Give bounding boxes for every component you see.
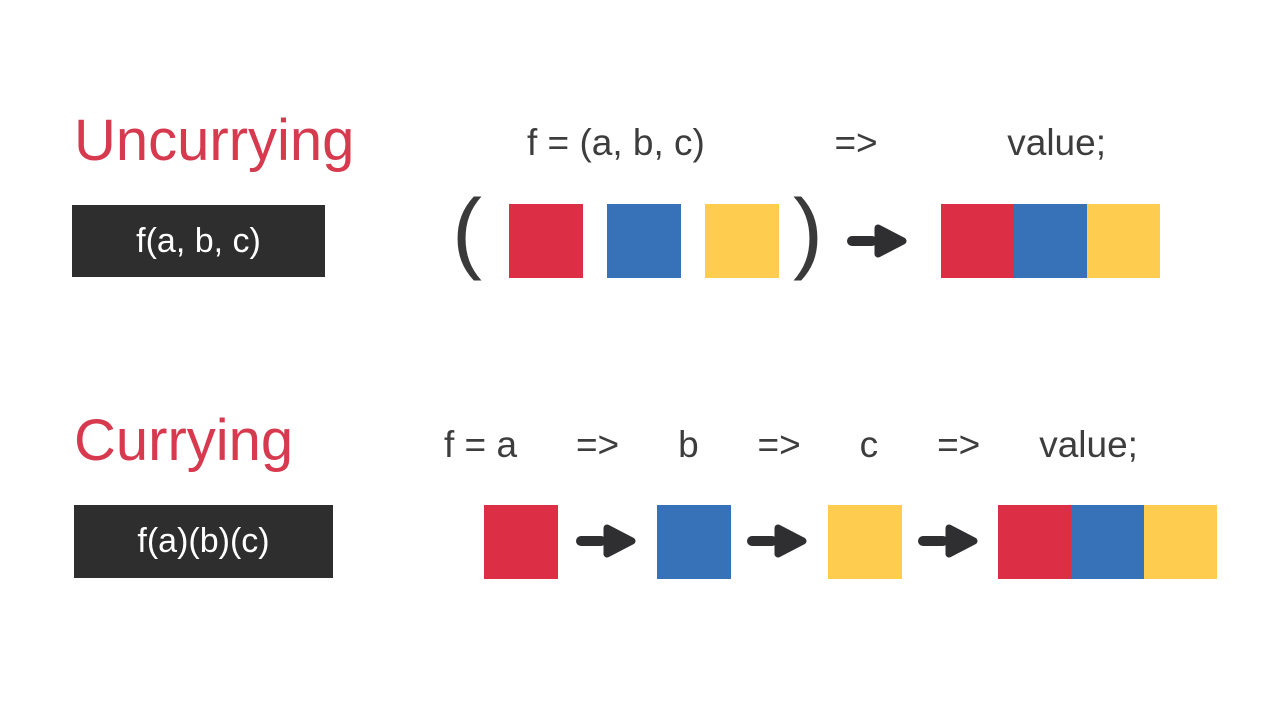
uncurrying-result-square-red [941,204,1014,278]
currying-formula: f = a => b => c => value; [444,422,1138,468]
currying-result-square-blue [1071,505,1144,579]
currying-code-label: f(a)(b)(c) [137,522,270,560]
right-arrow-icon [846,221,908,261]
currying-title: Currying [74,408,294,473]
currying-result-square-yellow [1144,505,1217,579]
uncurrying-formula-lhs: f = (a, b, c) [527,122,705,163]
open-paren: ( [452,182,482,282]
currying-arg-square-red [484,505,558,579]
currying-code-box: f(a)(b)(c) [74,505,333,578]
close-paren: ) [793,182,823,282]
currying-formula-token-6: value; [1039,424,1138,465]
uncurrying-arg-square-blue [607,204,681,278]
currying-result-square-red [998,505,1071,579]
currying-formula-token-4: c [859,424,879,465]
currying-formula-token-2: b [678,424,699,465]
uncurrying-arg-square-red [509,204,583,278]
uncurrying-result-square-blue [1014,204,1087,278]
currying-formula-token-0: f = a [444,424,518,465]
currying-formula-token-3: => [757,424,801,465]
right-arrow-icon [917,521,979,561]
uncurrying-arg-square-yellow [705,204,779,278]
uncurrying-formula-rhs: value; [1007,122,1106,163]
uncurrying-result-group [941,204,1160,278]
uncurrying-code-label: f(a, b, c) [136,221,261,260]
currying-arg-square-yellow [828,505,902,579]
currying-result-group [998,505,1217,579]
uncurrying-code-box: f(a, b, c) [72,205,325,277]
right-arrow-icon [575,521,637,561]
uncurrying-formula-arrow-token: => [834,122,878,163]
currying-formula-token-5: => [937,424,981,465]
uncurrying-result-square-yellow [1087,204,1160,278]
right-arrow-icon [746,521,808,561]
uncurrying-formula: f = (a, b, c) => value; [527,120,1106,166]
uncurrying-title: Uncurrying [74,108,355,173]
currying-arg-square-blue [657,505,731,579]
currying-formula-token-1: => [575,424,620,465]
